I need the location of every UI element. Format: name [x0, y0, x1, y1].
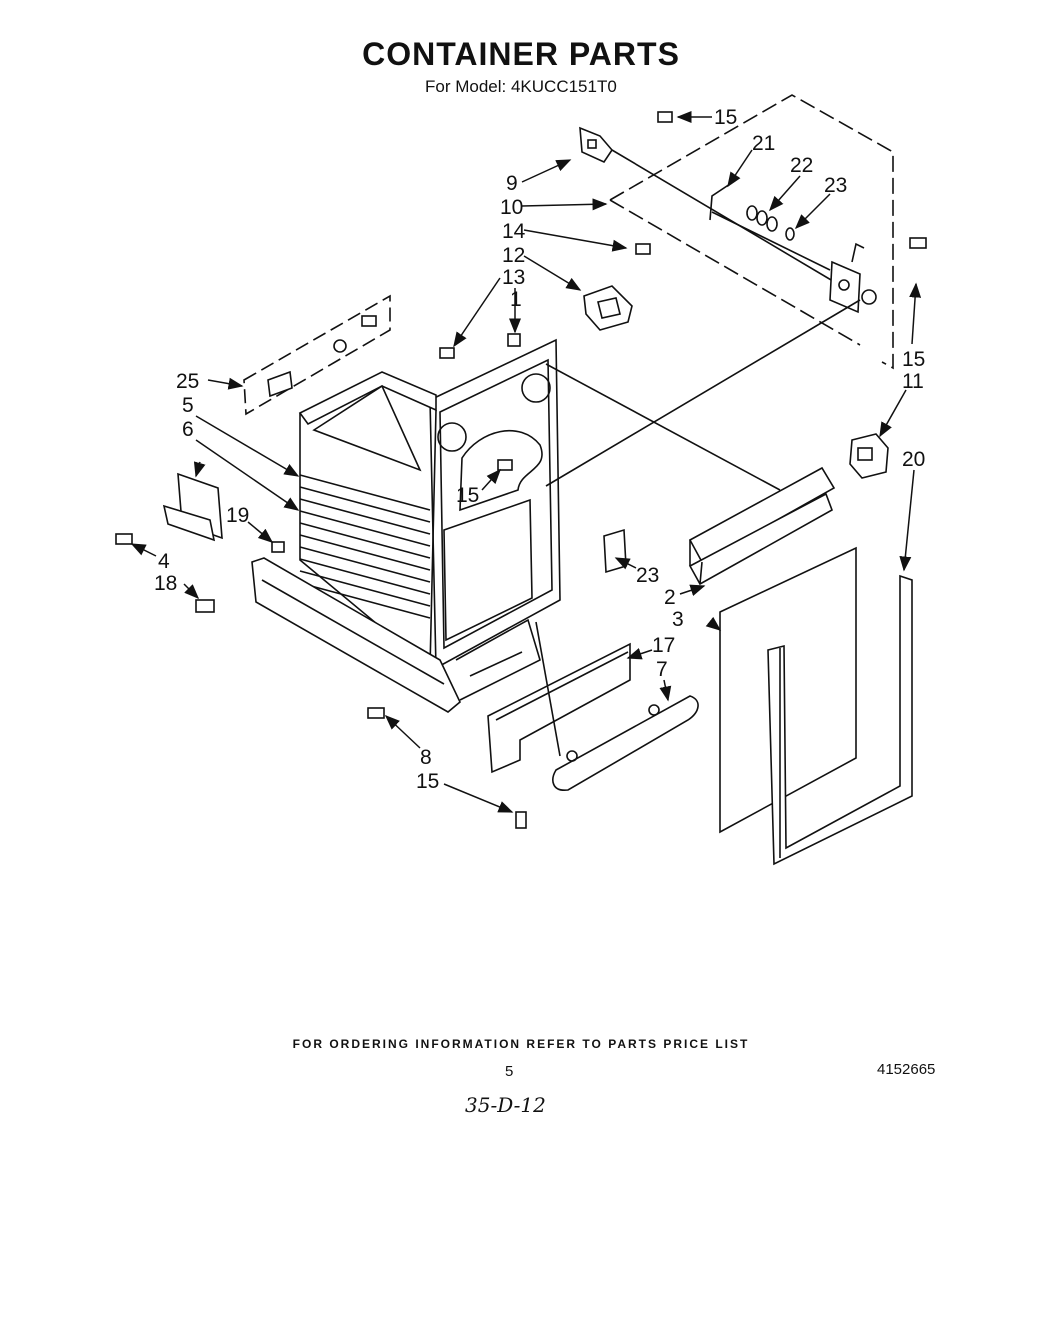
bracket-23 — [603, 528, 627, 574]
page-number: 5 — [505, 1063, 514, 1080]
callout-15d: 15 — [416, 770, 439, 793]
callout-9: 9 — [506, 172, 518, 195]
callout-15c: 15 — [456, 484, 479, 507]
callout-5: 5 — [182, 394, 194, 417]
dashed-part-25 — [243, 294, 391, 416]
callout-22: 23 — [824, 174, 847, 197]
callout-11: 11 — [902, 370, 924, 393]
callout-25: 25 — [176, 370, 199, 393]
ordering-note: FOR ORDERING INFORMATION REFER TO PARTS … — [292, 1037, 750, 1051]
callout-14: 14 — [502, 220, 526, 243]
callout-labels: 15 9 10 21 22 23 14 12 13 1 15 11 20 25 … — [154, 106, 925, 793]
assembly-outline — [609, 94, 894, 370]
callout-20: 21 — [752, 132, 775, 155]
loose-screws — [115, 333, 527, 829]
document-number: 4152665 — [877, 1061, 936, 1078]
screw-14 — [635, 243, 651, 255]
handwritten-note: 35-D-12 — [465, 1093, 546, 1117]
rib-lines — [299, 474, 431, 619]
callout-13: 13 — [502, 266, 525, 289]
screw-right — [909, 237, 927, 249]
callout-4: 4 — [158, 550, 170, 573]
callout-15b: 15 — [902, 348, 925, 371]
channel-strip — [688, 466, 836, 586]
callout-18: 17 — [652, 634, 675, 657]
rod-assembly — [709, 179, 877, 314]
parts-drawing — [115, 94, 927, 866]
hinge-bracket-top — [579, 126, 849, 291]
callout-15: 15 — [714, 106, 737, 129]
callout-12: 12 — [502, 244, 525, 267]
door-frame — [767, 574, 913, 866]
door-panel — [719, 546, 857, 834]
callout-8: 8 — [420, 746, 432, 769]
shelf-bracket-18 — [487, 642, 631, 774]
bracket-11 — [849, 433, 889, 479]
callout-3: 3 — [672, 608, 684, 631]
callout-19: 20 — [902, 448, 925, 471]
callout-1: 1 — [510, 288, 522, 311]
callout-23-label: 23 — [636, 564, 659, 587]
model-subtitle: For Model: 4KUCC151T0 — [425, 77, 617, 96]
container-housing — [251, 338, 561, 713]
page-title: CONTAINER PARTS — [362, 36, 680, 72]
callout-16: 18 — [154, 572, 177, 595]
callout-21: 22 — [790, 154, 813, 177]
handle-7 — [552, 695, 699, 791]
screw-top — [657, 111, 673, 123]
callout-7: 7 — [656, 658, 668, 681]
callout-2: 2 — [664, 586, 676, 609]
bracket-12 — [583, 285, 633, 331]
callout-17: 19 — [226, 504, 249, 527]
hinge-bracket-left — [162, 472, 223, 542]
callout-6: 6 — [182, 418, 194, 441]
callout-10: 10 — [500, 196, 523, 219]
